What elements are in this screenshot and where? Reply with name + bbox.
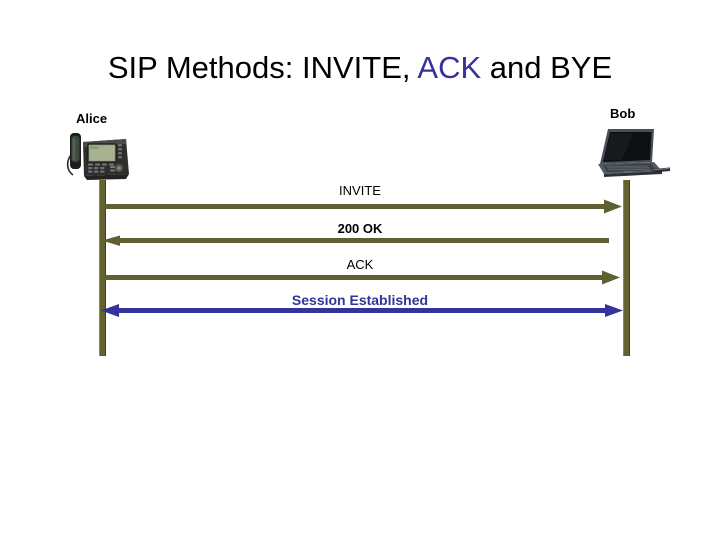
page-title: SIP Methods: INVITE, ACK and BYE xyxy=(0,50,720,86)
message-label-session-established: Session Established xyxy=(291,292,429,308)
message-label-ack: ACK xyxy=(346,257,374,272)
ip-desk-phone-icon xyxy=(62,128,134,184)
lifeline-bob xyxy=(623,180,630,356)
laptop-icon xyxy=(592,124,672,182)
arrow-invite xyxy=(104,199,622,214)
actor-label-alice: Alice xyxy=(76,111,108,126)
message-label-invite: INVITE xyxy=(339,183,381,198)
arrow-200-ok xyxy=(102,235,609,246)
actor-label-bob: Bob xyxy=(610,106,636,121)
title-text-part2: and BYE xyxy=(481,50,613,85)
arrow-ack xyxy=(104,270,620,285)
message-label-200-ok: 200 OK xyxy=(337,221,383,236)
title-text-part1: SIP Methods: INVITE, xyxy=(107,50,418,85)
title-text-accent: ACK xyxy=(417,50,482,85)
lifeline-alice xyxy=(99,180,106,356)
